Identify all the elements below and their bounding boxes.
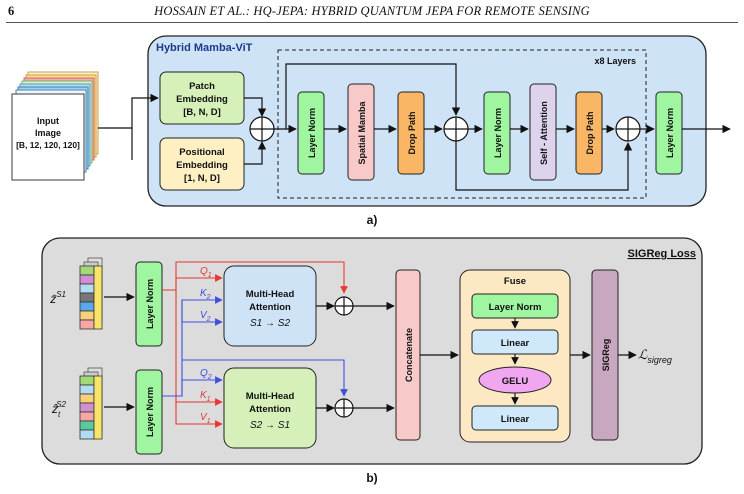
final-norm-label: Layer Norm [665,108,675,158]
q1-label: Q1 [200,266,212,279]
caption-b: b) [366,471,377,485]
block-layer-norm-1 [297,91,325,175]
running-title: HOSSAIN ET AL.: HQ-JEPA: HYBRID QUANTUM … [154,4,590,18]
token-stack-bottom [79,367,103,440]
sigreg-label: SIGReg [601,339,611,372]
layer-norm-top-label: Layer Norm [145,279,155,329]
k1-label: K1 [200,390,211,403]
mha-top-line2: Attention [249,302,291,313]
positional-label-1: Positional [179,147,224,158]
add-node-top [334,296,354,316]
block-1-label: Layer Norm [307,108,317,158]
patch-label-1: Patch [189,81,215,92]
block-spatial-mamba [347,83,375,181]
mha-bottom-line2: Attention [249,404,291,415]
q2-label: Q2 [200,368,212,381]
layer-norm-bottom-label: Layer Norm [145,387,155,437]
input-label-3: [B, 12, 120, 120] [16,140,80,150]
panel-a-title: Hybrid Mamba-ViT [156,42,253,54]
figure-b: SIGReg Loss z̄S1 [41,237,703,485]
add-node-2 [443,116,469,142]
positional-label-2: Embedding [176,160,228,171]
add-node-bottom [334,398,354,418]
loss-label: ℒsigreg [638,347,672,365]
input-label-2: Image [35,128,61,138]
fuse-linear-2-label: Linear [501,414,530,425]
v2-label: V2 [200,310,211,323]
token-stack-top [79,257,103,330]
add-node-3 [615,116,641,142]
final-layer-norm [655,91,683,175]
input-image-stack: Input Image [B, 12, 120, 120] [11,71,99,181]
block-5-label: Self - Attention [539,101,549,165]
caption-a: a) [367,213,378,227]
header-rule [6,22,738,23]
block-self-attention [529,83,557,181]
input-label-1: Input [37,116,59,126]
patch-label-3: [B, N, D] [183,107,220,118]
page-number: 6 [8,4,15,18]
v1-label: V1 [200,412,211,425]
fuse-title: Fuse [504,276,526,287]
add-node-1 [249,116,275,142]
fuse-gelu-label: GELU [502,376,529,387]
concatenate-label: Concatenate [404,328,414,382]
input-top-label: z̄S1 [49,290,66,306]
block-3-label: Drop Path [407,111,417,154]
mha-bottom-line3: S2 → S1 [250,420,290,431]
block-layer-norm-2 [483,91,511,175]
fuse-linear-2 [471,405,559,431]
block-drop-path-2 [575,91,603,175]
block-2-label: Spatial Mamba [357,101,367,165]
positional-label-3: [1, N, D] [184,173,220,184]
mha-bottom-line1: Multi-Head [246,391,295,402]
block-6-label: Drop Path [585,111,595,154]
mha-top-line1: Multi-Head [246,289,295,300]
patch-label-2: Embedding [176,94,228,105]
fuse-layer-norm-label: Layer Norm [489,302,542,313]
panel-hybrid-mamba-vit [147,35,707,207]
panel-b-title: SIGReg Loss [628,248,696,260]
figure-a: Input Image [B, 12, 120, 120] Hybrid Mam… [11,35,731,227]
mha-top-line3: S1 → S2 [250,318,290,329]
x8-layers-region [277,49,647,199]
fuse-linear-1-label: Linear [501,338,530,349]
input-bottom-label: ẑtS2 [51,400,67,419]
x8-layers-label: x8 Layers [594,56,636,66]
k2-label: K2 [200,288,211,301]
layer-norm-top [135,261,163,347]
layer-norm-bottom [135,369,163,455]
block-4-label: Layer Norm [493,108,503,158]
block-drop-path-1 [397,91,425,175]
